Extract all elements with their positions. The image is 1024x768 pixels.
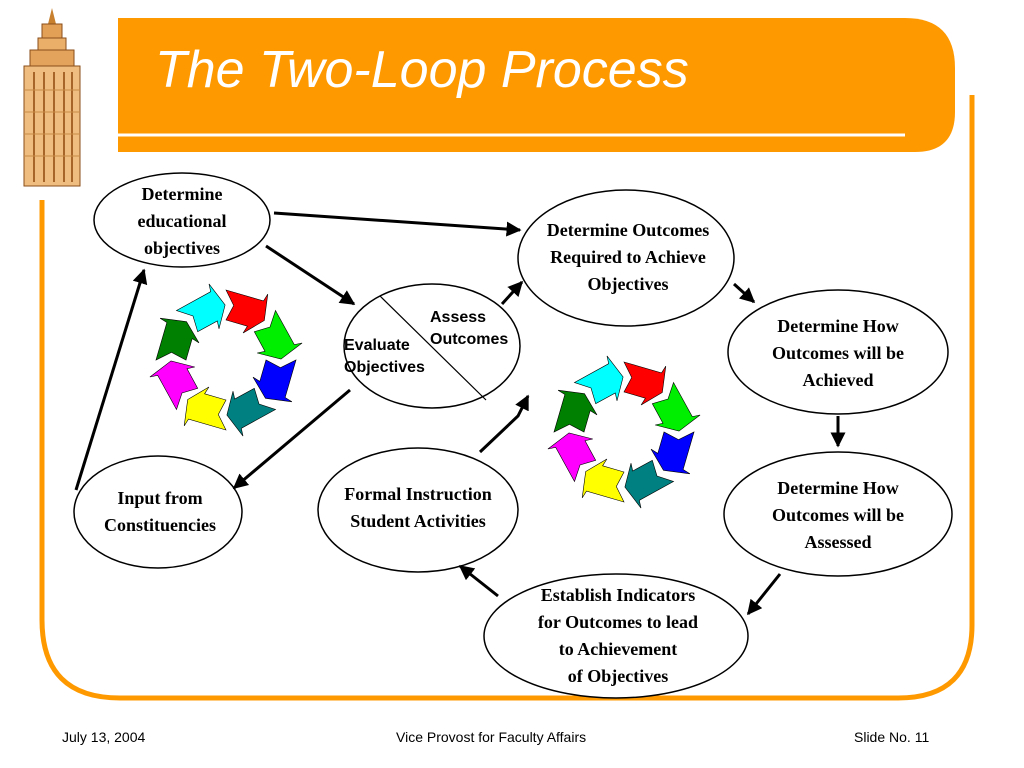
- arrow-assessed-to-indicators: [746, 573, 782, 616]
- cycle-arrow-segment: [581, 458, 625, 503]
- label-outcomes-achieved: Determine How Outcomes will be Achieved: [772, 316, 904, 390]
- title-banner: [118, 18, 955, 152]
- node-establish-indicators: [483, 573, 749, 699]
- slide-title: The Two-Loop Process: [155, 41, 689, 99]
- cycle-arrow-segment: [225, 289, 269, 334]
- arrow-evaluate-to-input: [232, 388, 351, 490]
- cycle-arrow-segment: [155, 317, 200, 361]
- node-outcomes-assessed: [723, 451, 953, 577]
- cycle-arrow-segment: [547, 432, 597, 483]
- node-input-constituencies: [73, 455, 243, 569]
- evaluate-assess-divider: [379, 295, 487, 401]
- label-establish-indicators: Establish Indicators for Outcomes to lea…: [537, 585, 699, 686]
- cycle-arrow-segment: [651, 381, 701, 432]
- cycle-arrow-segment: [183, 386, 227, 431]
- label-assess-outcomes: Assess Outcomes: [430, 309, 509, 348]
- arrow-indicators-to-instruction: [458, 564, 499, 598]
- cycle-arrow-segment: [650, 431, 695, 475]
- cycle-arrow-segment: [553, 389, 598, 433]
- cycle-arrow-segment: [226, 387, 277, 437]
- label-determine-outcomes: Determine Outcomes Required to Achieve O…: [546, 220, 710, 294]
- label-determine-objectives: Determine educational objectives: [137, 184, 227, 258]
- cycle-arrow-segment: [573, 355, 624, 405]
- label-outcomes-assessed: Determine How Outcomes will be Assessed: [772, 478, 904, 552]
- label-input-constituencies: Input from Constituencies: [104, 488, 216, 535]
- arrow-objectives-to-evaluate: [265, 244, 356, 306]
- cycle-arrow-segment: [623, 361, 667, 406]
- footer-slide-number: Slide No. 11: [854, 729, 930, 745]
- footer-date: July 13, 2004: [62, 729, 146, 745]
- cycle-arrow-segment: [149, 360, 199, 411]
- node-formal-instruction: [317, 447, 519, 573]
- node-determine-objectives: [93, 172, 271, 268]
- arrow-objectives-to-outcomes: [273, 211, 522, 237]
- node-outcomes-achieved: [727, 289, 949, 415]
- cycle-wheel-right: [547, 355, 701, 509]
- label-formal-instruction: Formal Instruction Student Activities: [344, 484, 492, 531]
- arrow-input-to-objectives: [74, 268, 148, 491]
- arrow-outcomes-to-achieved: [732, 282, 756, 304]
- slide-frame: [39, 95, 975, 701]
- node-determine-outcomes: [517, 189, 735, 327]
- arrow-instruction-to-assess: [478, 394, 530, 454]
- cycle-wheel-left: [149, 283, 303, 437]
- arrow-assess-to-outcomes: [500, 280, 524, 306]
- cycle-arrow-segment: [175, 283, 226, 333]
- tower-logo: [23, 8, 81, 187]
- node-evaluate-assess: [343, 283, 521, 409]
- footer-center: Vice Provost for Faculty Affairs: [396, 729, 587, 745]
- cycle-arrow-segment: [624, 459, 675, 509]
- label-evaluate-objectives: Evaluate Objectives: [344, 337, 425, 376]
- cycle-arrow-segment: [252, 359, 297, 403]
- cycle-arrow-segment: [253, 309, 303, 360]
